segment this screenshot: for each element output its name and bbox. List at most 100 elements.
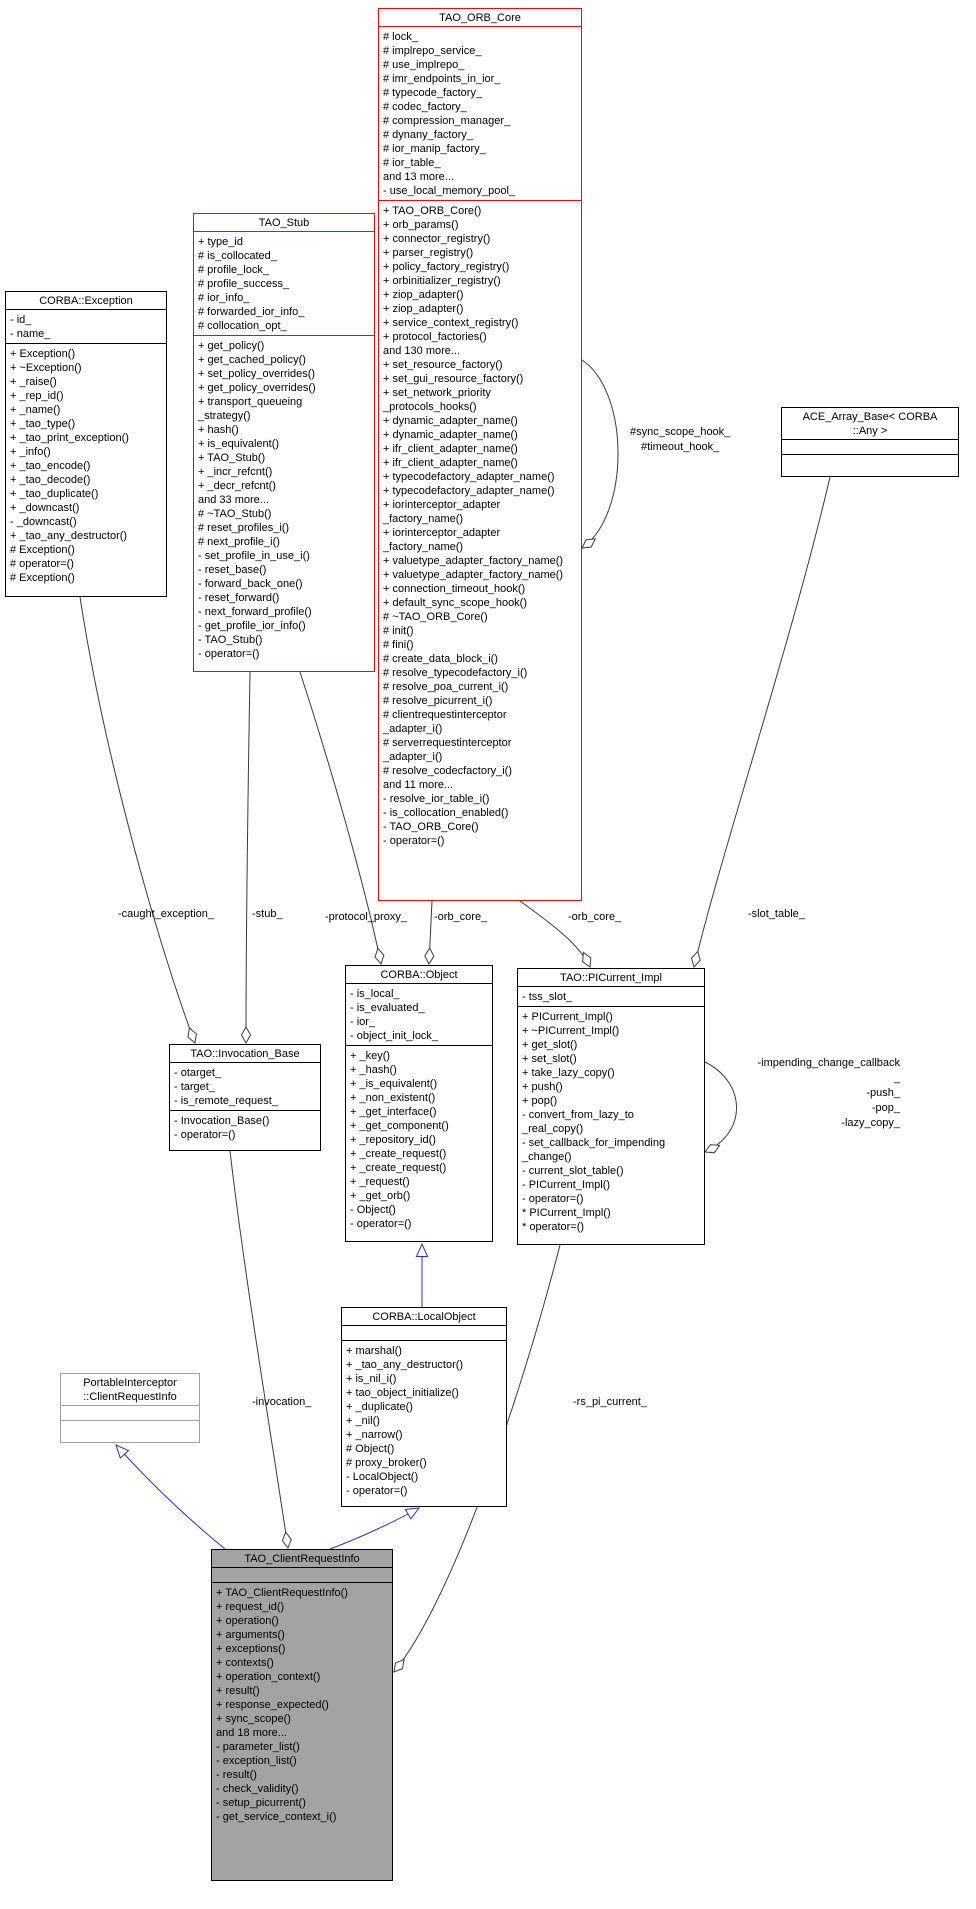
text-line: - id_ (10, 314, 32, 326)
text-line: + set_resource_factory() (383, 359, 503, 371)
text-line: -push_ (866, 1087, 900, 1099)
text-line: + _create_request() (350, 1148, 447, 1160)
text-line: + _name() (10, 404, 61, 416)
text-line: + _is_equivalent() (350, 1078, 438, 1090)
text-line: # dynany_factory_ (383, 129, 473, 141)
text-line: # resolve_codecfactory_i() (383, 765, 513, 777)
text-line: + _hash() (350, 1064, 397, 1076)
text-line: + parser_registry() (383, 247, 474, 259)
edge-label-invocation: -invocation_ (252, 1396, 312, 1408)
text-line: - operator=() (346, 1485, 408, 1497)
text-line: + _rep_id() (10, 390, 64, 402)
text-line: + valuetype_adapter_factory_name() (383, 569, 564, 581)
class-attributes (61, 1406, 199, 1420)
text-line: - object_init_lock_ (350, 1030, 439, 1042)
class-methods: - Invocation_Base()- operator=() (170, 1110, 320, 1150)
text-line: + sync_scope() (216, 1713, 291, 1725)
edge-picurrent-self-loop (704, 1061, 737, 1154)
text-line: + _tao_print_exception() (10, 432, 129, 444)
text-line: + get_policy() (198, 340, 265, 352)
text-line: + Exception() (10, 348, 76, 360)
text-line: # imr_endpoints_in_ior_ (383, 73, 501, 85)
class-methods: + TAO_ClientRequestInfo()+ request_id()+… (212, 1582, 392, 1880)
text-line: # serverrequestinterceptor (383, 737, 512, 749)
text-line: + operation() (216, 1615, 279, 1627)
text-line: + _get_orb() (350, 1190, 411, 1202)
text-line: _adapter_i() (383, 723, 443, 735)
text-line: - target_ (174, 1081, 215, 1093)
text-line: + dynamic_adapter_name() (383, 415, 518, 427)
edge-label-impending-change-group: -impending_change_callback_-push_-pop_-l… (700, 1056, 900, 1131)
text-line: # ior_table_ (383, 157, 441, 169)
class-methods: + _key()+ _hash()+ _is_equivalent()+ _no… (346, 1045, 492, 1241)
edge-orb-core-to-object (424, 900, 435, 966)
text-line: -pop_ (871, 1102, 900, 1114)
edge-stub (240, 671, 252, 1045)
text-line: # reset_profiles_i() (198, 522, 290, 534)
text-line: - get_profile_ior_info() (198, 620, 306, 632)
class-tao-invocation-base: TAO::Invocation_Base - otarget_- target_… (169, 1044, 321, 1151)
text-line: and 130 more... (383, 345, 461, 357)
text-line: + get_policy_overrides() (198, 382, 316, 394)
text-line: # codec_factory_ (383, 101, 467, 113)
text-line: + _request() (350, 1176, 410, 1188)
edge-label-timeout-hook: #timeout_hook_ (641, 441, 720, 453)
text-line: - TAO_ORB_Core() (383, 821, 479, 833)
text-line: TAO_ORB_Core (439, 12, 521, 24)
class-ace-array-base: ACE_Array_Base< CORBA::Any > (781, 407, 959, 477)
text-line: # resolve_typecodefactory_i() (383, 667, 528, 679)
text-line: + get_slot() (522, 1039, 578, 1051)
text-line: CORBA::Object (380, 969, 458, 981)
class-methods: + PICurrent_Impl()+ ~PICurrent_Impl()+ g… (518, 1006, 704, 1244)
text-line: + _narrow() (346, 1429, 403, 1441)
edge-inherit-localobject (329, 1507, 421, 1550)
text-line: # profile_lock_ (198, 264, 269, 276)
text-line: - result() (216, 1769, 257, 1781)
text-line: _adapter_i() (383, 751, 443, 763)
class-corba-exception: CORBA::Exception - id_- name_ + Exceptio… (5, 291, 167, 597)
text-line: - set_callback_for_impending (522, 1137, 666, 1149)
text-line: # next_profile_i() (198, 536, 280, 548)
text-line: + operation_context() (216, 1671, 321, 1683)
text-line: # use_implrepo_ (383, 59, 465, 71)
text-line: - PICurrent_Impl() (522, 1179, 611, 1191)
text-line: - operator=() (383, 835, 445, 847)
text-line: - reset_forward() (198, 592, 280, 604)
class-attributes: # lock_# implrepo_service_# use_implrepo… (379, 27, 581, 200)
text-line: PortableInterceptor (83, 1377, 177, 1389)
text-line: + policy_factory_registry() (383, 261, 510, 273)
text-line: CORBA::Exception (39, 295, 133, 307)
class-title: TAO_ORB_Core (379, 9, 581, 27)
text-line: + type_id (198, 236, 243, 248)
text-line: _ (893, 1072, 900, 1084)
text-line: - setup_picurrent() (216, 1797, 306, 1809)
text-line: - check_validity() (216, 1783, 299, 1795)
text-line: # profile_success_ (198, 278, 290, 290)
edge-label-caught-exception: -caught_exception_ (118, 908, 215, 920)
text-line: + ifr_client_adapter_name() (383, 457, 518, 469)
text-line: # init() (383, 625, 414, 637)
text-line: + set_policy_overrides() (198, 368, 316, 380)
text-line: # lock_ (383, 31, 418, 43)
text-line: + _get_interface() (350, 1106, 437, 1118)
edge-label-rs-pi-current: -rs_pi_current_ (573, 1396, 647, 1408)
class-title: ACE_Array_Base< CORBA::Any > (782, 408, 958, 440)
text-line: and 11 more... (383, 779, 454, 791)
class-attributes: + type_id# is_collocated_# profile_lock_… (194, 232, 374, 335)
text-line: + valuetype_adapter_factory_name() (383, 555, 564, 567)
text-line: + is_equivalent() (198, 438, 280, 450)
text-line: + PICurrent_Impl() (522, 1011, 613, 1023)
class-tao-stub: TAO_Stub + type_id# is_collocated_# prof… (193, 213, 375, 672)
text-line: + response_expected() (216, 1699, 329, 1711)
text-line: ACE_Array_Base< CORBA (802, 411, 938, 423)
text-line: - LocalObject() (346, 1471, 419, 1483)
text-line: + ~Exception() (10, 362, 82, 374)
class-attributes (782, 440, 958, 454)
class-methods: + marshal()+ _tao_any_destructor()+ is_n… (342, 1340, 506, 1506)
text-line: -lazy_copy_ (841, 1117, 900, 1129)
text-line: + get_cached_policy() (198, 354, 306, 366)
text-line: - operator=() (522, 1193, 584, 1205)
text-line: + _get_component() (350, 1120, 449, 1132)
text-line: + typecodefactory_adapter_name() (383, 471, 555, 483)
edge-label-slot-table: -slot_table_ (748, 908, 805, 920)
